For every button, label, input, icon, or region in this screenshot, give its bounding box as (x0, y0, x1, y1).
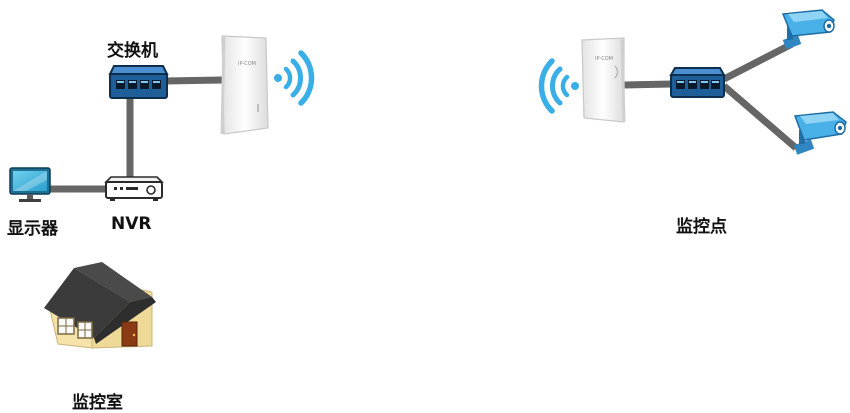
cable-switch-camera-bottom (721, 83, 799, 151)
nvr-label: NVR (111, 214, 152, 234)
svg-text:IP-COM: IP-COM (238, 61, 256, 67)
switch-icon (669, 67, 726, 98)
camera-icon (781, 9, 835, 50)
cable-switch-camera-top (722, 40, 794, 83)
wifi-signal-icon (274, 50, 315, 106)
cables (50, 40, 799, 193)
house-icon (44, 262, 156, 349)
monitor-label: 显示器 (7, 219, 58, 239)
svg-text:IP-COM: IP-COM (595, 56, 613, 62)
monitor-point-label: 监控点 (676, 217, 727, 237)
wireless-bridge-icon: IP-COM (220, 35, 269, 135)
cable-switch-bridge-left (164, 76, 223, 85)
wireless-bridge-icon: IP-COM (581, 37, 626, 123)
wifi-signal-icon (538, 58, 579, 114)
monitor-icon (9, 167, 51, 202)
switch-label: 交换机 (107, 41, 158, 61)
camera-icon (793, 111, 847, 155)
switch-icon (108, 65, 169, 99)
control-room-label: 监控室 (72, 393, 123, 413)
cable-bridge-switch-right (623, 80, 673, 89)
nvr-icon (104, 176, 164, 201)
